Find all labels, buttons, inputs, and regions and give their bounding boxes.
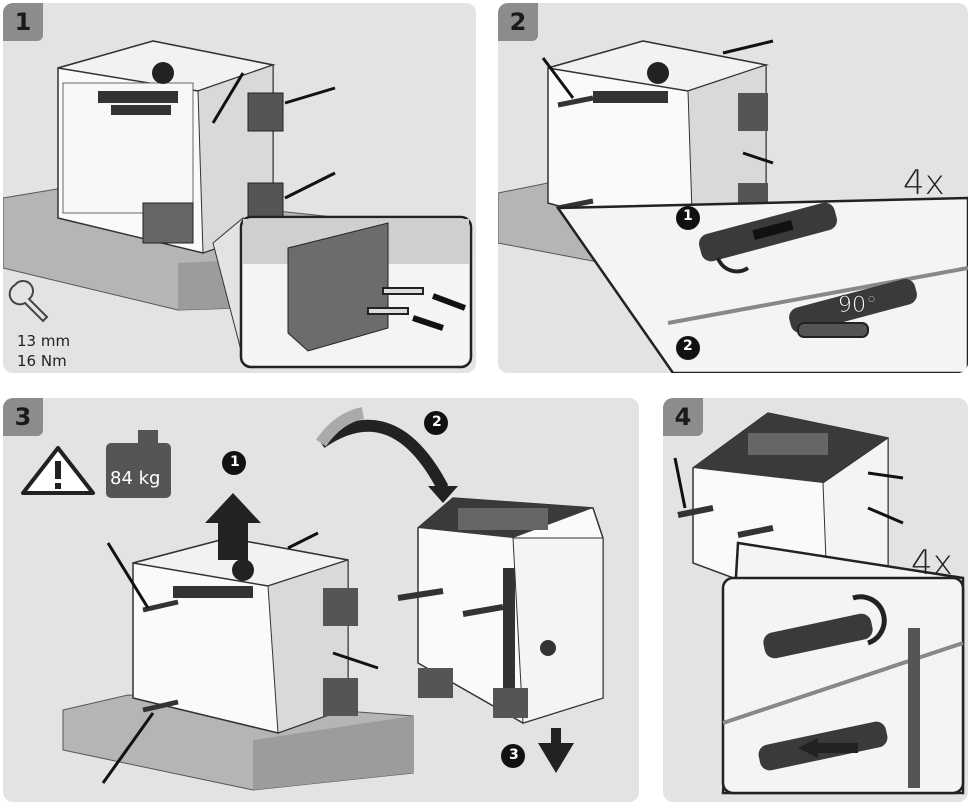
step-3-illustration — [21, 407, 604, 791]
step-number: 2 — [498, 3, 538, 41]
weight-label: 84 kg — [110, 468, 161, 489]
step-1-panel: 1 13 mm 16 Nm — [3, 3, 476, 373]
wrench-icon — [8, 280, 49, 323]
substep-1-marker: 1 — [230, 454, 240, 470]
substep-1-marker: 1 — [683, 208, 693, 224]
torque-label: 16 Nm — [17, 352, 67, 370]
step-1-illustration — [3, 40, 473, 369]
screwdriver-icon — [797, 322, 869, 338]
substep-2-marker: 2 — [432, 414, 442, 430]
substep-3-marker: 3 — [509, 747, 519, 763]
quantity-label: 4x — [903, 163, 945, 203]
warning-icon — [21, 446, 95, 495]
substep-2-marker: 2 — [683, 338, 693, 354]
step-4-panel: 4 4x — [663, 398, 968, 802]
wrench-size-label: 13 mm — [17, 332, 71, 350]
step-number: 4 — [663, 398, 703, 436]
step-4-illustration — [673, 412, 965, 795]
step-2-panel: 2 4x 1 2 90° — [498, 3, 968, 373]
step-number: 1 — [3, 3, 43, 41]
step-number: 3 — [3, 398, 43, 436]
quantity-label: 4x — [911, 543, 953, 583]
rotation-label: 90° — [838, 293, 878, 319]
step-3-panel: 3 84 kg 1 2 3 — [3, 398, 639, 802]
step-2-illustration — [498, 39, 968, 373]
weight-icon — [106, 430, 171, 498]
